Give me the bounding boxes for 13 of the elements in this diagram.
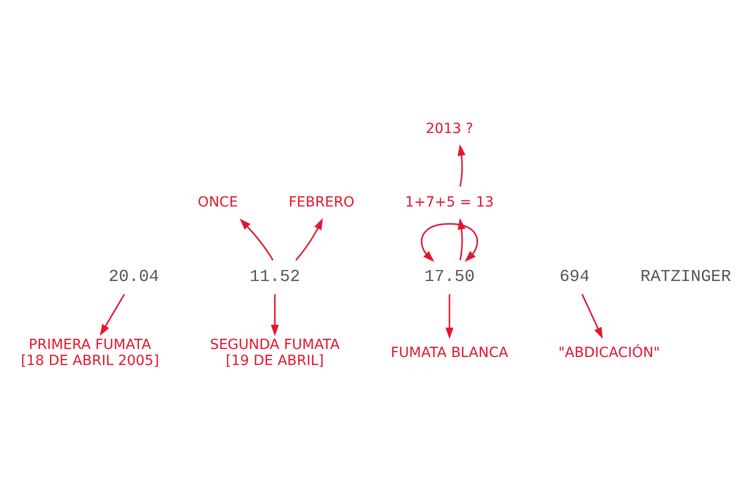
node-text: 11.52 xyxy=(250,268,300,288)
node-text: 694 xyxy=(559,268,590,288)
node-text: 20.04 xyxy=(108,268,160,288)
node-text: 1+7+5 = 13 xyxy=(405,194,494,211)
node-text: FUMATA BLANCA xyxy=(390,344,508,361)
node-text: SEGUNDA FUMATA [19 DE ABRIL] xyxy=(210,336,340,369)
label: RATZINGER xyxy=(640,268,732,288)
node-text: "ABDICACIÓN" xyxy=(558,344,660,361)
node-text: ONCE xyxy=(198,194,238,211)
node-text: 17.50 xyxy=(424,268,475,288)
node-text: PRIMERA FUMATA [18 DE ABRIL 2005] xyxy=(20,336,160,369)
node-text: FEBRERO xyxy=(288,194,354,211)
node-text: 2013 ? xyxy=(426,120,474,137)
